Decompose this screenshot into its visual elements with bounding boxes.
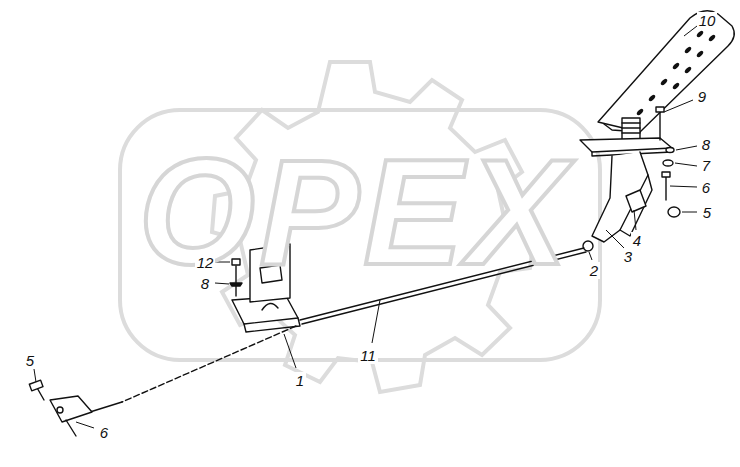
callout-number: 6 bbox=[98, 424, 110, 441]
callout-number: 8 bbox=[700, 136, 712, 153]
callout-number: 9 bbox=[696, 88, 708, 105]
callout-number: 6 bbox=[700, 179, 712, 196]
callout-number: 11 bbox=[358, 347, 378, 364]
callout-number: 10 bbox=[697, 12, 718, 29]
leader-lines bbox=[34, 26, 697, 428]
callout-number: 12 bbox=[195, 254, 216, 271]
callout-number: 5 bbox=[24, 352, 36, 369]
callout-number: 4 bbox=[631, 232, 643, 249]
callout-number: 5 bbox=[701, 204, 713, 221]
callout-number: 1 bbox=[294, 372, 306, 389]
callout-number: 3 bbox=[622, 248, 634, 265]
callout-number: 7 bbox=[700, 157, 712, 174]
gear-watermark bbox=[120, 62, 600, 392]
callout-number: 2 bbox=[588, 262, 600, 279]
callout-number: 8 bbox=[199, 275, 211, 292]
